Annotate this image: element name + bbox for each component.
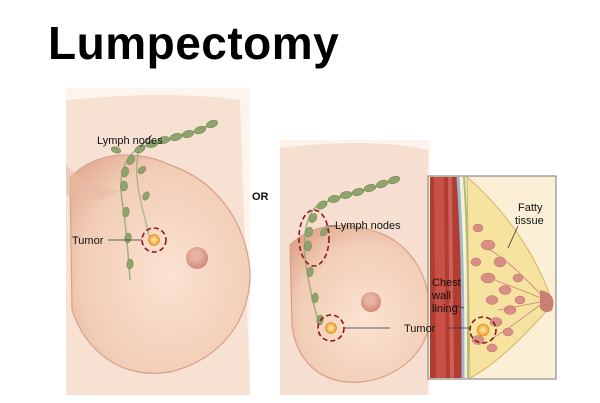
- right-lymph-nodes-dashed-circle: [298, 209, 330, 267]
- or-label: OR: [252, 191, 269, 203]
- left-tumor-dashed-circle: [141, 227, 167, 253]
- chest-wall-lining: [456, 176, 465, 379]
- left-breast-panel: Lymph nodes Tumor: [66, 88, 251, 395]
- left-breast-shape: [69, 154, 251, 374]
- right-lymph-nodes-label: Lymph nodes: [335, 220, 401, 232]
- section-tumor-dashed-circle: [469, 316, 497, 344]
- section-tumor: [476, 323, 490, 337]
- left-lymph-nodes: [110, 119, 219, 270]
- breast-lobules: [470, 223, 526, 353]
- chest-wall-lining-label: Chest wall lining: [431, 277, 464, 315]
- page-title: Lumpectomy: [48, 17, 340, 69]
- right-tumor: [325, 322, 337, 334]
- left-lymph-nodes-label: Lymph nodes: [97, 135, 163, 147]
- nipple-profile: [540, 290, 554, 313]
- right-breast-panel: Lymph nodes: [280, 140, 431, 395]
- left-tumor-label: Tumor: [72, 235, 104, 247]
- right-tumor-label: Tumor: [404, 323, 436, 335]
- fatty-tissue-label: Fatty tissue: [515, 202, 546, 227]
- cross-section-panel: [427, 175, 557, 380]
- left-tumor: [148, 234, 160, 246]
